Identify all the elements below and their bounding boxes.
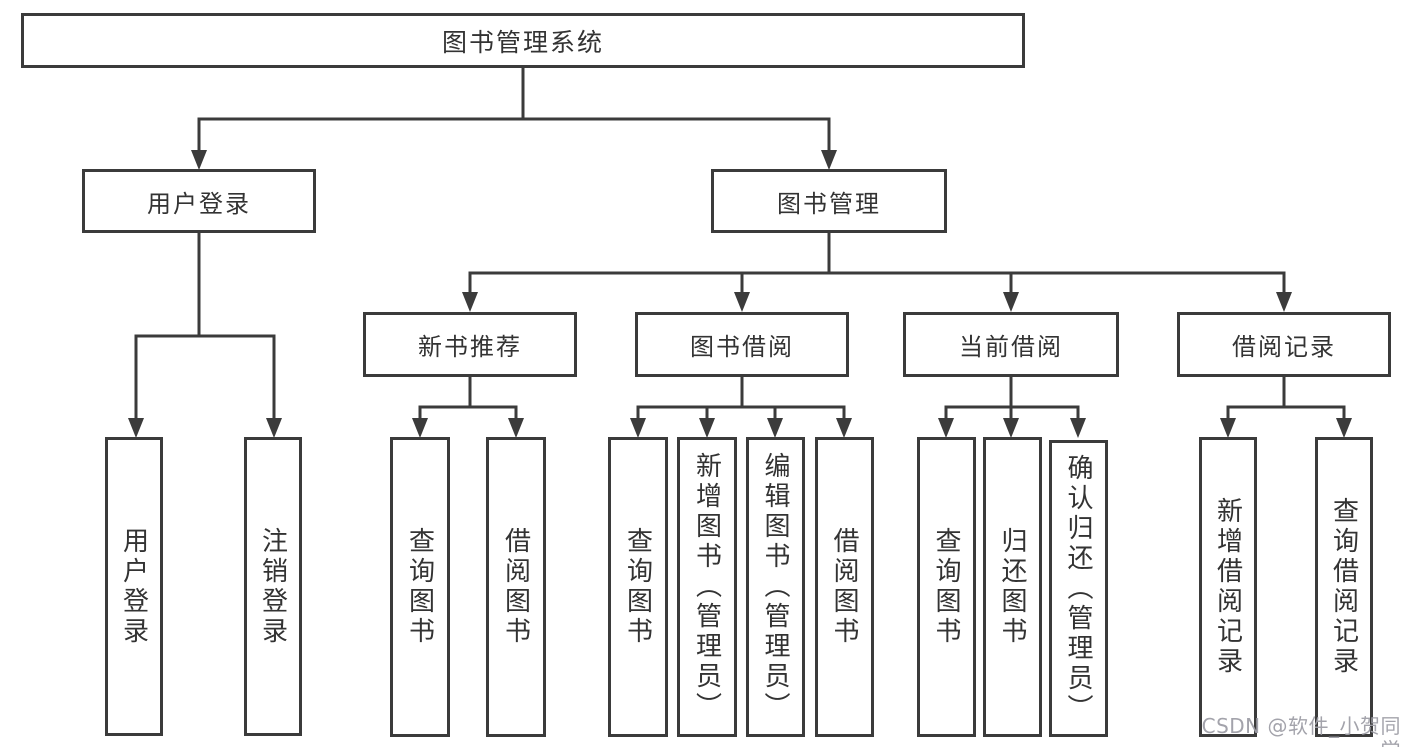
leaf-return-book: 归还图书 bbox=[983, 437, 1042, 737]
leaf-add-book-admin: 新增图书（管理员） bbox=[677, 437, 737, 737]
node-borrowing-records: 借阅记录 bbox=[1177, 312, 1391, 377]
connector-lines bbox=[134, 66, 1346, 422]
leaf-borrow-books-recommend: 借阅图书 bbox=[486, 437, 546, 737]
leaf-confirm-return-admin: 确认归还（管理员） bbox=[1049, 440, 1108, 737]
node-user-login-module: 用户登录 bbox=[82, 169, 316, 233]
leaf-query-books-recommend: 查询图书 bbox=[390, 437, 450, 737]
leaf-query-books-borrowing: 查询图书 bbox=[608, 437, 668, 737]
node-new-book-recommend: 新书推荐 bbox=[363, 312, 577, 377]
node-book-management: 图书管理 bbox=[711, 169, 947, 233]
leaf-user-login: 用户登录 bbox=[105, 437, 163, 736]
leaf-logout: 注销登录 bbox=[244, 437, 302, 736]
watermark-text: CSDN @软件_小贺同学 bbox=[1201, 714, 1401, 747]
leaf-borrow-books-borrowing: 借阅图书 bbox=[815, 437, 874, 737]
node-current-borrowing: 当前借阅 bbox=[903, 312, 1119, 377]
node-root-system: 图书管理系统 bbox=[21, 13, 1025, 68]
leaf-query-borrow-record: 查询借阅记录 bbox=[1315, 437, 1373, 737]
arrowheads bbox=[128, 150, 1352, 438]
leaf-edit-book-admin: 编辑图书（管理员） bbox=[746, 437, 805, 737]
leaf-add-borrow-record: 新增借阅记录 bbox=[1199, 437, 1257, 737]
node-book-borrowing: 图书借阅 bbox=[635, 312, 849, 377]
leaf-query-books-current: 查询图书 bbox=[917, 437, 976, 737]
